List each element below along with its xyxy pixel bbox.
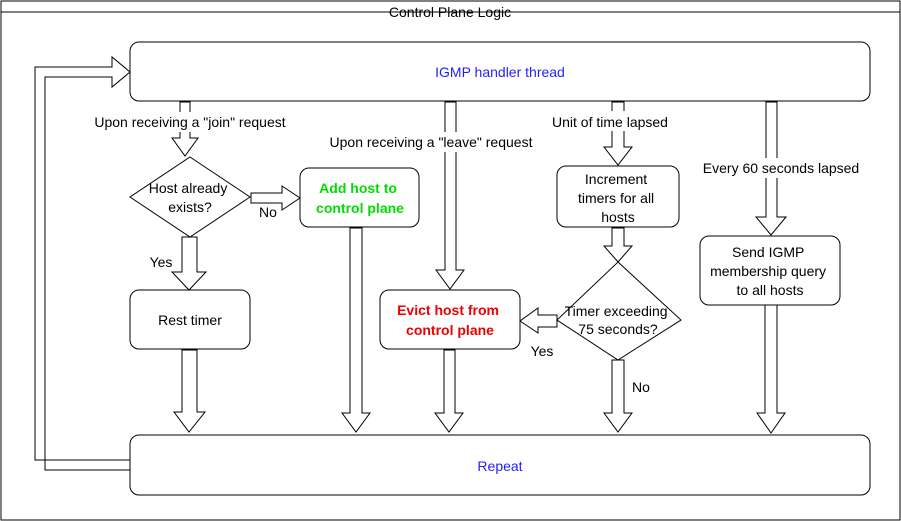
arrow-exceeding-to-evict <box>519 307 558 334</box>
repeat-label: Repeat <box>477 458 522 474</box>
join-request-label: Upon receiving a "join" request <box>94 114 285 130</box>
diagram-title: Control Plane Logic <box>389 4 511 20</box>
send-query-label: Send IGMP membership query to all hosts <box>710 244 830 298</box>
igmp-handler-node <box>129 41 871 102</box>
increment-timers-label: Increment timers for all hosts <box>578 171 658 225</box>
arrow-exceeding-to-repeat <box>603 359 633 433</box>
no-label-exceeding: No <box>632 379 650 395</box>
timer-exceeding-label: Timer exceeding 75 seconds? <box>565 303 672 337</box>
leave-label-bg <box>312 132 550 152</box>
host-exists-label: Host already exists? <box>149 180 231 215</box>
igmp-handler-label: IGMP handler thread <box>435 64 565 80</box>
arrow-exists-to-add <box>250 185 301 211</box>
increment-timers-node <box>556 165 680 228</box>
no-label-exists: No <box>259 204 277 220</box>
arrow-evict-to-repeat <box>434 349 464 433</box>
host-exists-decision <box>129 156 251 238</box>
add-host-label: Add host to control plane <box>316 180 404 216</box>
unit-time-label-bg <box>541 111 681 131</box>
arrow-increment-to-exceeding <box>602 227 634 263</box>
join-label-bg <box>78 112 302 132</box>
arrow-handler-to-increment <box>602 101 634 166</box>
rest-timer-label: Rest timer <box>158 312 222 328</box>
arrow-add-to-repeat <box>341 227 371 433</box>
every-60-label: Every 60 seconds lapsed <box>703 160 859 176</box>
add-host-node <box>299 167 420 228</box>
yes-label-exists: Yes <box>150 254 173 270</box>
arrow-handler-to-evict <box>435 101 465 290</box>
leave-request-label: Upon receiving a "leave" request <box>330 134 533 150</box>
every60-label-bg <box>690 158 872 178</box>
repeat-node <box>129 434 871 496</box>
timer-exceeding-decision <box>556 261 682 361</box>
evict-host-node <box>379 289 521 350</box>
yes-label-exceeding: Yes <box>531 343 554 359</box>
loop-back-arrow <box>34 55 131 471</box>
send-query-node <box>699 235 841 306</box>
arrow-rest-to-repeat <box>173 349 207 433</box>
rest-timer-node <box>129 289 251 350</box>
unit-time-label: Unit of time lapsed <box>552 114 668 130</box>
arrow-query-to-repeat <box>756 304 786 434</box>
arrow-exists-to-rest <box>170 236 208 291</box>
evict-host-label: Evict host from control plane <box>397 302 503 338</box>
